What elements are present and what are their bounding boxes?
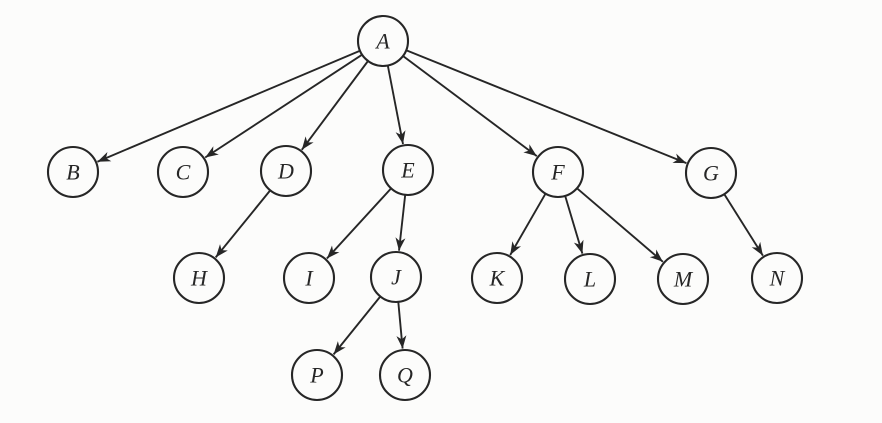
node-circle-C	[156, 145, 210, 199]
node-label-G: G	[703, 160, 719, 185]
node-I: I	[282, 251, 336, 305]
edge-A-F	[402, 55, 538, 157]
node-circle-N	[750, 251, 804, 305]
node-label-H: H	[190, 265, 208, 290]
edge-F-M	[576, 187, 664, 263]
edge-A-B	[97, 49, 361, 163]
node-circle-P	[290, 348, 344, 402]
node-circle-K	[470, 251, 524, 305]
node-circle-A	[356, 14, 410, 68]
node-D: D	[259, 144, 313, 198]
node-label-J: J	[391, 264, 402, 289]
node-M: M	[656, 252, 710, 306]
node-label-B: B	[66, 159, 79, 184]
edge-A-G	[405, 49, 687, 164]
node-G: G	[684, 146, 738, 200]
edge-E-I	[326, 187, 392, 260]
edge-A-C	[204, 53, 363, 159]
node-circle-G	[684, 146, 738, 200]
node-label-I: I	[304, 265, 314, 290]
node-circle-I	[282, 251, 336, 305]
edge-E-J	[395, 194, 407, 251]
node-B: B	[46, 145, 100, 199]
node-label-F: F	[550, 159, 565, 184]
edges-layer	[97, 49, 764, 355]
node-circle-M	[656, 252, 710, 306]
node-J: J	[369, 250, 423, 304]
node-label-M: M	[673, 266, 694, 291]
node-label-L: L	[583, 266, 596, 291]
node-circle-J	[369, 250, 423, 304]
node-circle-Q	[378, 348, 432, 402]
edge-A-D	[301, 60, 369, 151]
node-label-C: C	[176, 159, 191, 184]
node-label-P: P	[309, 362, 323, 387]
node-F: F	[531, 145, 585, 199]
edge-A-E	[386, 65, 406, 145]
node-label-D: D	[277, 158, 294, 183]
node-circle-H	[172, 251, 226, 305]
node-label-E: E	[400, 157, 415, 182]
node-L: L	[563, 252, 617, 306]
node-label-K: K	[489, 265, 506, 290]
node-circle-B	[46, 145, 100, 199]
node-label-A: A	[374, 28, 390, 53]
node-P: P	[290, 348, 344, 402]
edge-F-L	[564, 195, 584, 254]
node-circle-E	[381, 143, 435, 197]
node-circle-L	[563, 252, 617, 306]
nodes-layer: A B C D E F G H I J K L M N P Q	[46, 14, 804, 402]
node-K: K	[470, 251, 524, 305]
edge-F-K	[509, 193, 547, 256]
edge-G-N	[723, 193, 764, 257]
node-label-Q: Q	[397, 362, 413, 387]
node-E: E	[381, 143, 435, 197]
edge-D-H	[214, 189, 271, 258]
node-N: N	[750, 251, 804, 305]
node-circle-D	[259, 144, 313, 198]
edge-J-P	[332, 295, 382, 355]
edge-J-Q	[396, 301, 407, 349]
node-label-N: N	[769, 265, 786, 290]
node-C: C	[156, 145, 210, 199]
node-Q: Q	[378, 348, 432, 402]
node-H: H	[172, 251, 226, 305]
node-A: A	[356, 14, 410, 68]
node-circle-F	[531, 145, 585, 199]
